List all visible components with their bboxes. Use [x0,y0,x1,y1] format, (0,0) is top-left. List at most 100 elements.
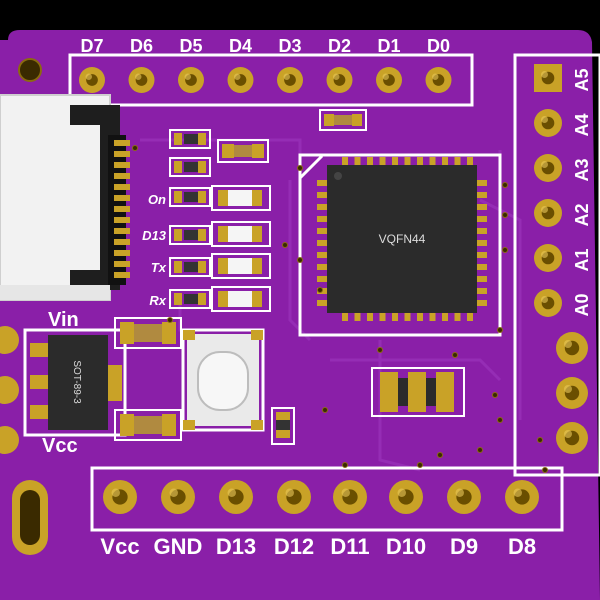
bottom-label-d9: D9 [450,534,478,559]
led-label-tx: Tx [151,260,167,275]
edge-pad-2 [0,376,19,404]
bottom-pad-d13 [219,480,253,514]
via [297,165,303,171]
bottom-pad-d12 [277,480,311,514]
bottom-label-d10: D10 [386,534,426,559]
regulator-body [48,335,108,430]
bottom-header-outline [90,466,564,532]
bottom-pad-d11 [333,480,367,514]
bottom-pad-d8 [505,480,539,514]
led-tx [211,253,271,279]
edge-pad-3 [0,426,19,454]
usb-contact [114,206,130,212]
usb-contact [114,250,130,256]
top-pad-d7 [79,67,105,93]
mcu-pin [475,264,487,270]
usb-contact [114,272,130,278]
top-pad-d2 [326,67,353,93]
resistor-2 [169,157,211,177]
via [502,212,508,218]
mcu-outline [298,153,502,337]
usb-contact [114,217,130,223]
mcu-pin [454,311,461,321]
vcc-label: Vcc [42,435,78,457]
mcu-pin [317,216,329,222]
right-label-a4: A4 [572,113,592,136]
resistor-4 [169,225,211,245]
bottom-label-d13: D13 [216,534,256,559]
via [437,452,443,458]
top-header-outline [68,53,474,107]
right-pad-a2 [534,199,562,227]
usb-contact [114,140,130,146]
tactile-switch-icon[interactable] [181,328,265,432]
mcu-pin [342,157,348,167]
via [322,407,328,413]
usb-contact [114,184,130,190]
mcu-pin [317,300,329,306]
right-pad-a5 [534,64,562,92]
usb-contact [114,162,130,168]
resonator [371,367,465,417]
top-label-d3: D3 [278,36,301,56]
led-rx [211,286,271,312]
mcu-pin [354,311,361,321]
right-pad-extra-2 [556,377,588,409]
usb-c-shell [0,95,110,300]
vias [132,145,548,473]
mcu-pin [475,252,487,258]
mcu-pin [475,288,487,294]
mcu-pin [475,204,487,210]
via [452,352,458,358]
mcu-pin [392,311,398,321]
mcu-pin [417,157,423,167]
via [497,417,503,423]
usb-contact [114,173,130,179]
mcu-pin [404,311,411,321]
led-on [211,185,271,211]
via [282,242,288,248]
right-pad-a3 [534,154,562,182]
mcu-pin [379,157,386,167]
mcu-pin [475,300,487,306]
mcu-pin [475,180,487,186]
capacitor-mcu-top [319,109,367,131]
via [492,392,498,398]
mcu-pin [354,157,361,167]
usb-c-bracket [70,105,120,290]
mcu-body [327,165,477,313]
bottom-pad-vcc [103,480,137,514]
top-label-d0: D0 [427,36,450,56]
top-label-d4: D4 [229,36,252,56]
via [502,247,508,253]
top-pad-d1 [376,67,402,93]
right-label-a5: A5 [572,68,592,91]
top-label-d5: D5 [179,36,202,56]
resistor-6 [169,289,211,309]
led-label-on: On [148,192,166,207]
bottom-label-vcc: Vcc [100,534,139,559]
via [132,145,138,151]
led-d13 [211,221,271,247]
right-header-outline [513,53,600,477]
right-pad-extra-1 [556,332,588,364]
led-array [211,185,271,312]
mcu-pin [317,288,329,294]
mcu-pin [367,157,373,167]
mcu-pin [317,180,329,186]
via [377,347,383,353]
vin-label: Vin [48,309,79,331]
switch-button[interactable] [197,351,249,411]
mcu-pin [317,204,329,210]
via [417,462,423,468]
mcu-pin [454,157,461,167]
bottom-pad-d10 [389,480,423,514]
usb-contact [114,151,130,157]
led-label-rx: Rx [149,293,166,308]
bottom-label-d8: D8 [508,534,536,559]
mcu-pin [442,311,448,321]
top-pad-d6 [128,67,155,93]
via [542,467,548,473]
top-pad-d3 [277,67,303,93]
mcu-pin [417,311,423,321]
